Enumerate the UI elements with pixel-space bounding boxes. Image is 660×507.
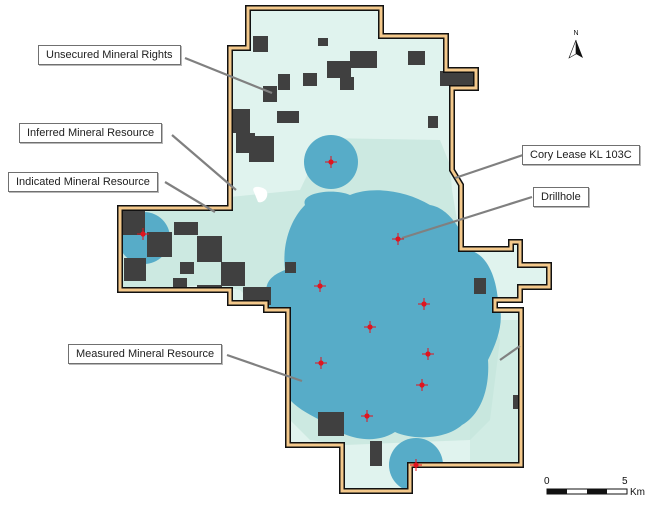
- drillhole-marker: [418, 298, 430, 310]
- drillhole-marker: [364, 321, 376, 333]
- label-unsecured-mineral-rights: Unsecured Mineral Rights: [38, 45, 181, 65]
- label-cory-lease: Cory Lease KL 103C: [522, 145, 640, 165]
- scale-bar: [546, 488, 628, 495]
- drillhole-marker: [315, 357, 327, 369]
- label-indicated-mineral-resource: Indicated Mineral Resource: [8, 172, 158, 192]
- drillhole-marker: [325, 156, 337, 168]
- drillhole-marker: [392, 233, 404, 245]
- drillhole-marker: [314, 280, 326, 292]
- label-leader-lines: [164, 56, 533, 383]
- scale-end-label: 5: [622, 476, 628, 487]
- scale-unit-label: Km: [630, 487, 645, 498]
- drillhole-marker: [422, 348, 434, 360]
- drillhole-markers: [137, 156, 434, 471]
- scale-start-label: 0: [544, 476, 550, 487]
- north-arrow-icon: N: [568, 30, 583, 59]
- drillhole-marker: [137, 228, 149, 240]
- drillhole-marker: [416, 379, 428, 391]
- label-inferred-mineral-resource: Inferred Mineral Resource: [19, 123, 163, 143]
- drillhole-marker: [410, 459, 422, 471]
- measured-resource-area: [120, 135, 501, 491]
- drillhole-marker: [361, 410, 373, 422]
- label-measured-mineral-resource: Measured Mineral Resource: [68, 344, 223, 364]
- cory-lease-boundary: [117, 5, 552, 494]
- label-drillhole: Drillhole: [533, 187, 589, 207]
- north-letter: N: [573, 30, 578, 37]
